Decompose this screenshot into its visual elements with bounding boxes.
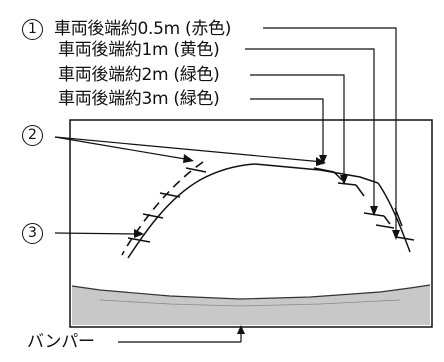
label-1m-yellow: 車両後端約1m (黄色) <box>58 40 220 60</box>
label-2m-green: 車両後端約2m (緑色) <box>58 65 220 85</box>
callout-1-marker: 1 <box>22 19 43 40</box>
label-3m-green: 車両後端約3m (緑色) <box>58 89 220 109</box>
callout-3-marker: 3 <box>22 223 43 244</box>
arrowheads <box>134 154 400 334</box>
vehicle-width-guide-right <box>377 182 411 253</box>
distance-guide-left-dashed <box>121 161 204 256</box>
leader-lines <box>54 27 397 343</box>
label-0-5m-red: 車両後端約0.5m (赤色) <box>54 19 232 39</box>
distance-ticks-left <box>127 167 207 243</box>
vehicle-width-guide-top <box>254 163 379 184</box>
distance-guide-right-dashed <box>333 171 403 227</box>
bumper-edge <box>71 284 431 300</box>
callout-2-marker: 2 <box>22 125 43 146</box>
bumper-label: バンパー <box>27 332 95 352</box>
bumper-inner-line <box>99 299 401 307</box>
